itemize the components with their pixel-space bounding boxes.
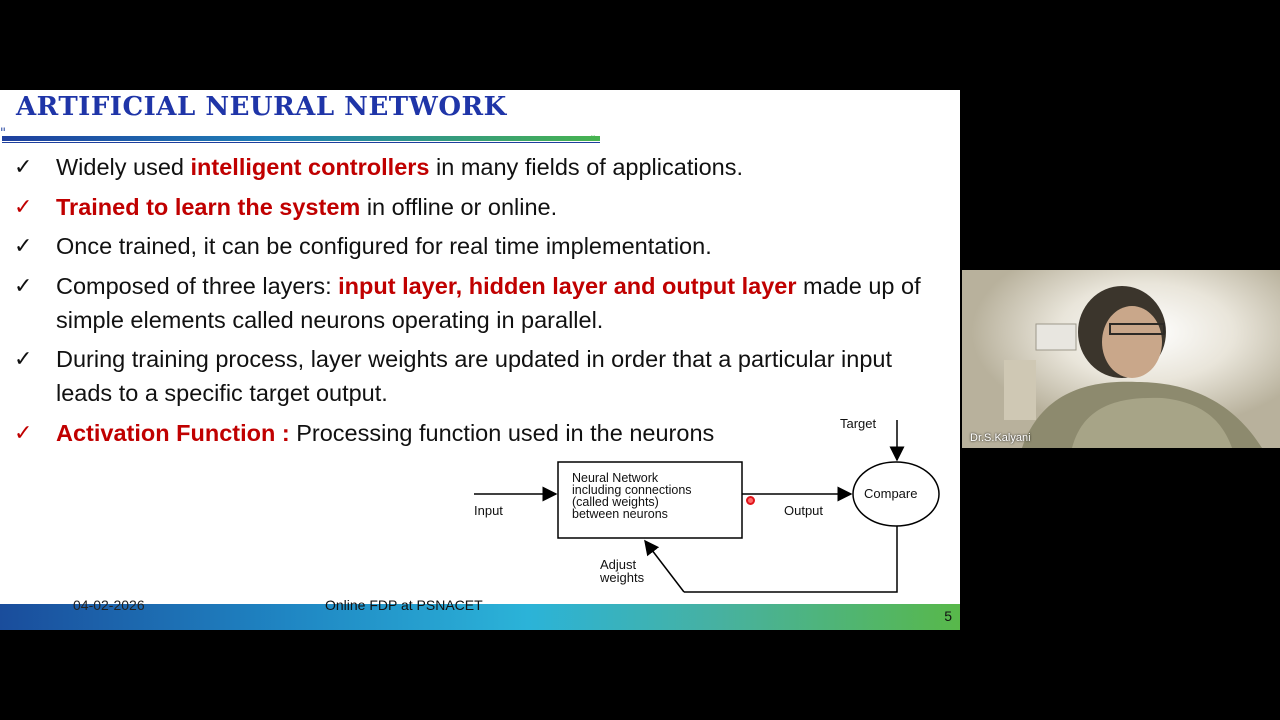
bullet-highlight-text: Trained to learn the system (56, 193, 361, 220)
nn-line: including connections (572, 483, 692, 497)
adjust-weights-label: Adjust weights (599, 557, 645, 585)
title-rule-start-mark: " (0, 126, 6, 141)
footer-title: Online FDP at PSNACET (325, 597, 483, 613)
checkmark-icon: ✓ (14, 193, 33, 219)
laser-pointer (746, 496, 755, 505)
checkmark-icon: ✓ (14, 154, 33, 179)
footer-date: 04-02-2026 (73, 597, 145, 613)
nn-line: Neural Network (572, 471, 659, 485)
bullet-item: ✓ Composed of three layers: input layer, … (14, 269, 944, 337)
footer-gradient-bar (0, 604, 960, 630)
bullet-text: in many fields of applications. (429, 154, 743, 180)
bullet-item: ✓ Trained to learn the system in offline … (14, 190, 944, 224)
neural-network-diagram: Target Compare Input Neural Network incl… (474, 416, 940, 593)
compare-node (852, 461, 940, 527)
bullet-text: Composed of three layers: (56, 272, 339, 299)
wall-panel-shape (1004, 360, 1036, 420)
bullet-list: ✓ Widely used intelligent controllers in … (14, 150, 944, 455)
bullet-text: Once trained, it can be configured for r… (56, 233, 712, 259)
diagram-input-label: Input (474, 503, 503, 518)
bullet-item: ✓ During training process, layer weights … (14, 342, 944, 410)
diagram-target-label: Target (840, 416, 877, 431)
nn-box-text: Neural Network including connections (ca… (572, 471, 695, 521)
diagram-output-label: Output (784, 503, 823, 518)
nn-line: (called weights) (572, 495, 659, 509)
bullet-highlight-text: intelligent controllers (190, 154, 430, 180)
title-underline (2, 136, 600, 141)
slide-number: 5 (944, 608, 952, 624)
participant-name: Dr.S.Kalyani (970, 432, 1031, 444)
title-underline-thin (2, 142, 600, 143)
person-face-shape (1102, 306, 1162, 378)
checkmark-icon: ✓ (14, 272, 33, 298)
bullet-text: During training process, layer weights a… (56, 346, 893, 406)
adjust-line: weights (599, 570, 645, 585)
slide-title: ARTIFICIAL NEURAL NETWORK (16, 92, 507, 122)
bullet-item: ✓ Widely used intelligent controllers in … (14, 150, 944, 184)
checkmark-icon: ✓ (14, 419, 33, 445)
feedback-line (684, 526, 898, 593)
air-conditioner-shape (1035, 323, 1077, 351)
person-scarf-shape (1072, 397, 1232, 448)
adjust-line: Adjust (600, 557, 637, 572)
shared-slide: " ARTIFICIAL NEURAL NETWORK " ✓ Widely us… (0, 90, 960, 630)
bullet-text: Processing function used in the neurons (289, 419, 715, 446)
bullet-highlight-text: input layer, hidden layer and output lay… (338, 272, 797, 299)
bullet-highlight-text: Activation Function : (56, 419, 290, 446)
title-rule-end-mark: " (590, 134, 596, 149)
checkmark-icon: ✓ (14, 233, 33, 258)
checkmark-icon: ✓ (14, 346, 33, 371)
adjust-arrow (644, 539, 685, 593)
neural-network-box (557, 461, 743, 539)
bullet-item: ✓ Activation Function : Processing functi… (14, 416, 944, 450)
diagram-compare-label: Compare (864, 486, 917, 501)
participant-video-tile[interactable]: Dr.S.Kalyani (962, 270, 1280, 448)
person-glasses-shape (1109, 323, 1165, 335)
bullet-text: in offline or online. (360, 193, 558, 220)
bullet-text: made up of simple elements called neuron… (56, 272, 921, 333)
bullet-text: Widely used (56, 154, 191, 180)
bullet-item: ✓ Once trained, it can be configured for … (14, 229, 944, 263)
nn-line: between neurons (572, 507, 668, 521)
participant-video-image (962, 270, 1280, 448)
